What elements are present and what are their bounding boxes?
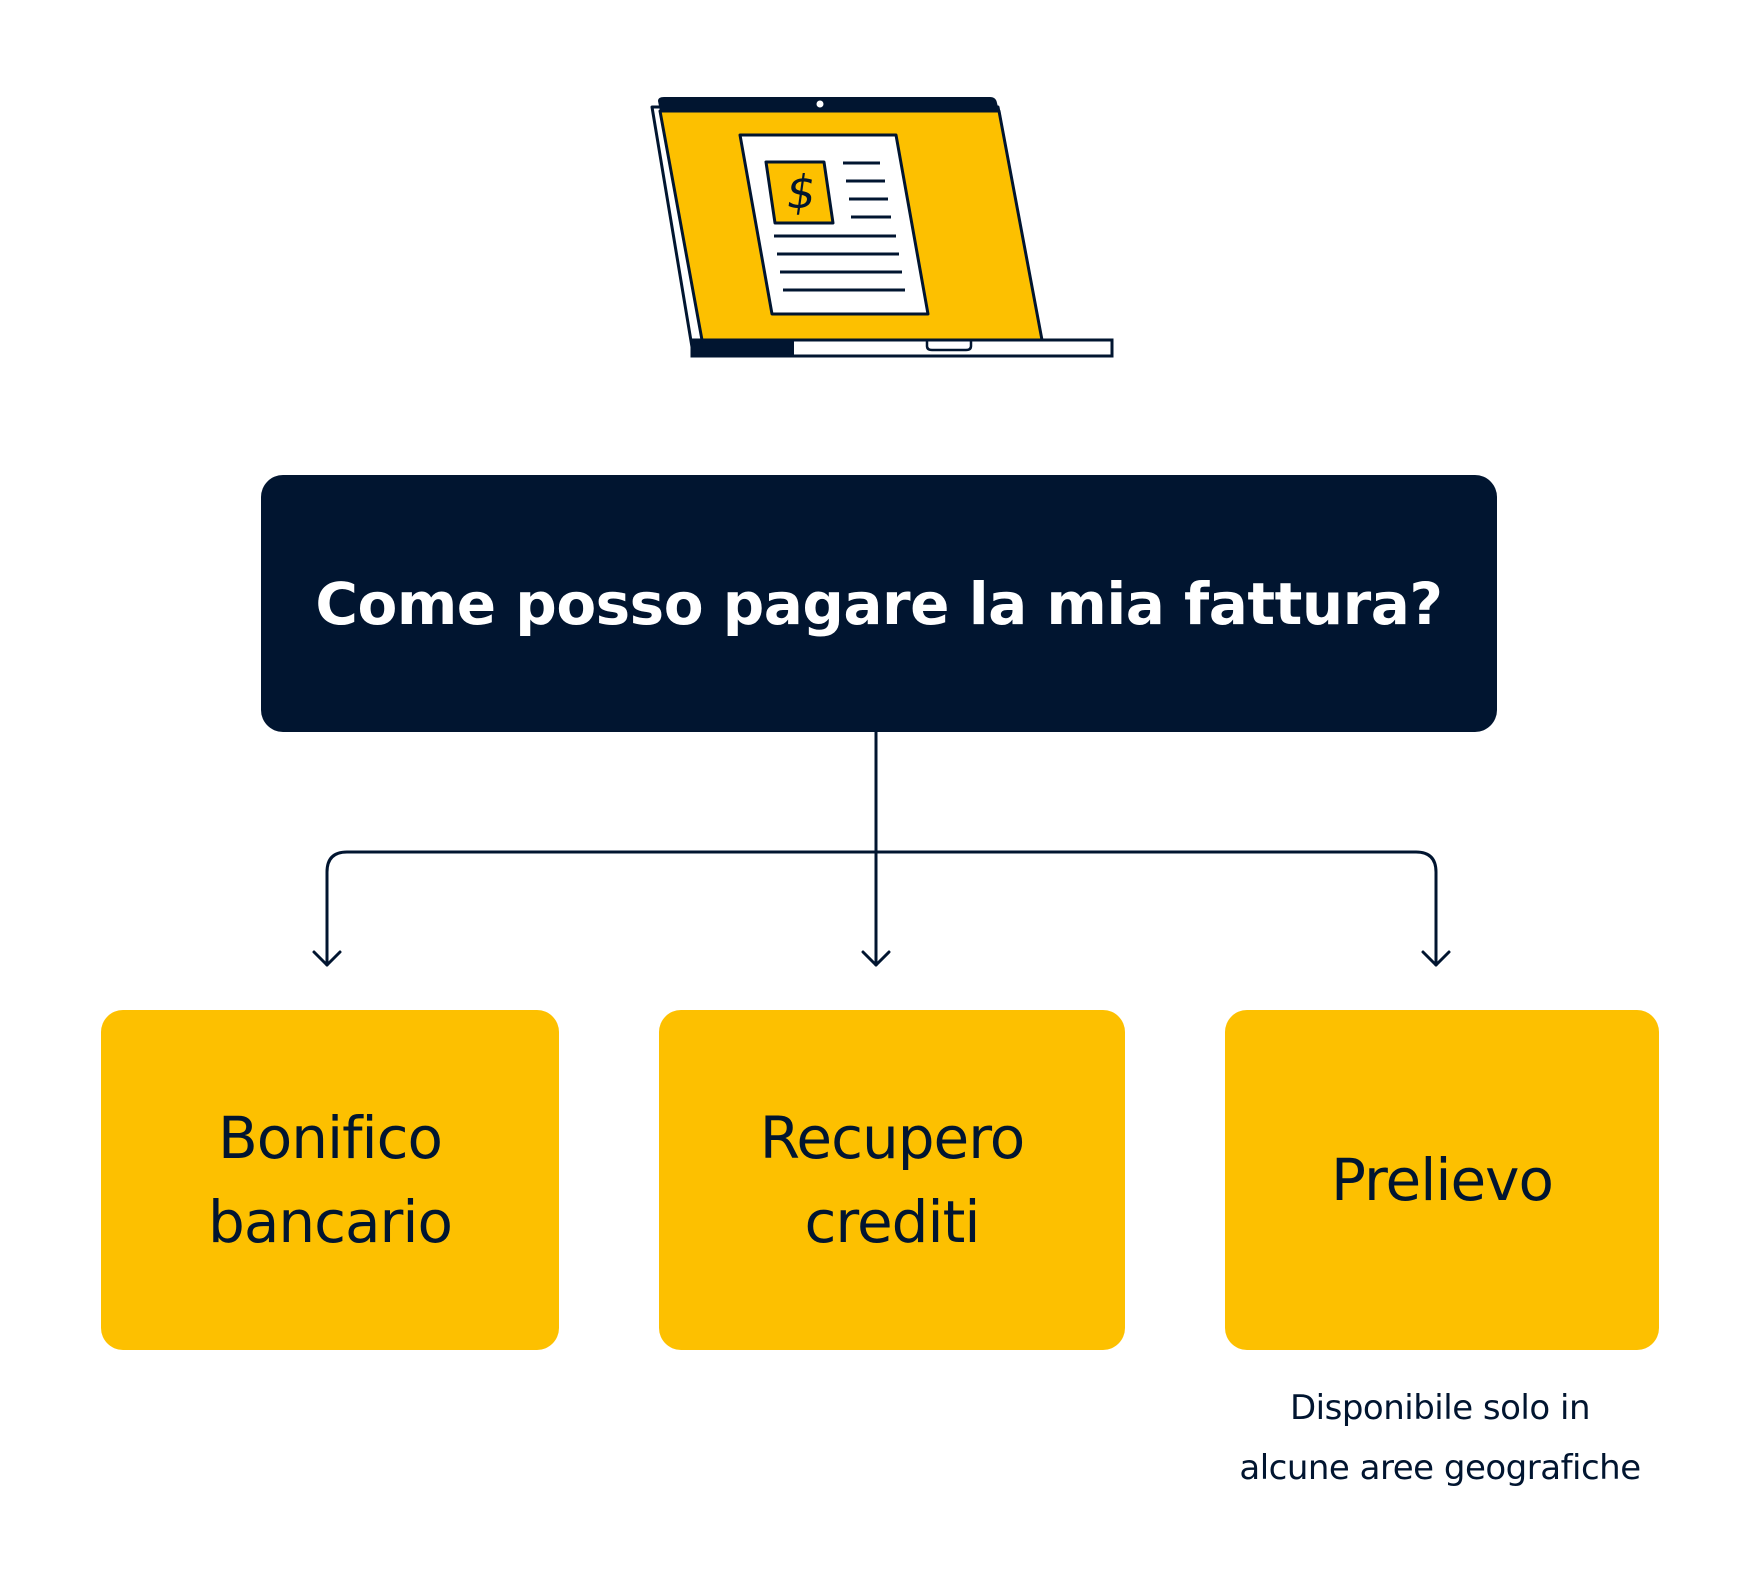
laptop-invoice-icon: $ <box>650 97 1114 358</box>
question-text: Come posso pagare la mia fattura? <box>315 569 1443 638</box>
arrowhead-center <box>861 950 891 967</box>
connector-branch <box>325 850 1438 967</box>
arrowhead-right <box>1421 950 1451 967</box>
option-direct-debit: Prelievo <box>1225 1010 1659 1350</box>
option-label: Recupero crediti <box>759 1104 1026 1256</box>
arrowhead-left <box>312 950 342 967</box>
question-box: Come posso pagare la mia fattura? <box>261 475 1497 732</box>
option-bank-transfer: Bonifico bancario <box>101 1010 559 1350</box>
option-debt-collection: Recupero crediti <box>659 1010 1125 1350</box>
option-label: Prelievo <box>1331 1146 1554 1214</box>
option-label: Bonifico bancario <box>208 1104 453 1256</box>
availability-footnote: Disponibile solo in alcune aree geografi… <box>1239 1388 1641 1488</box>
